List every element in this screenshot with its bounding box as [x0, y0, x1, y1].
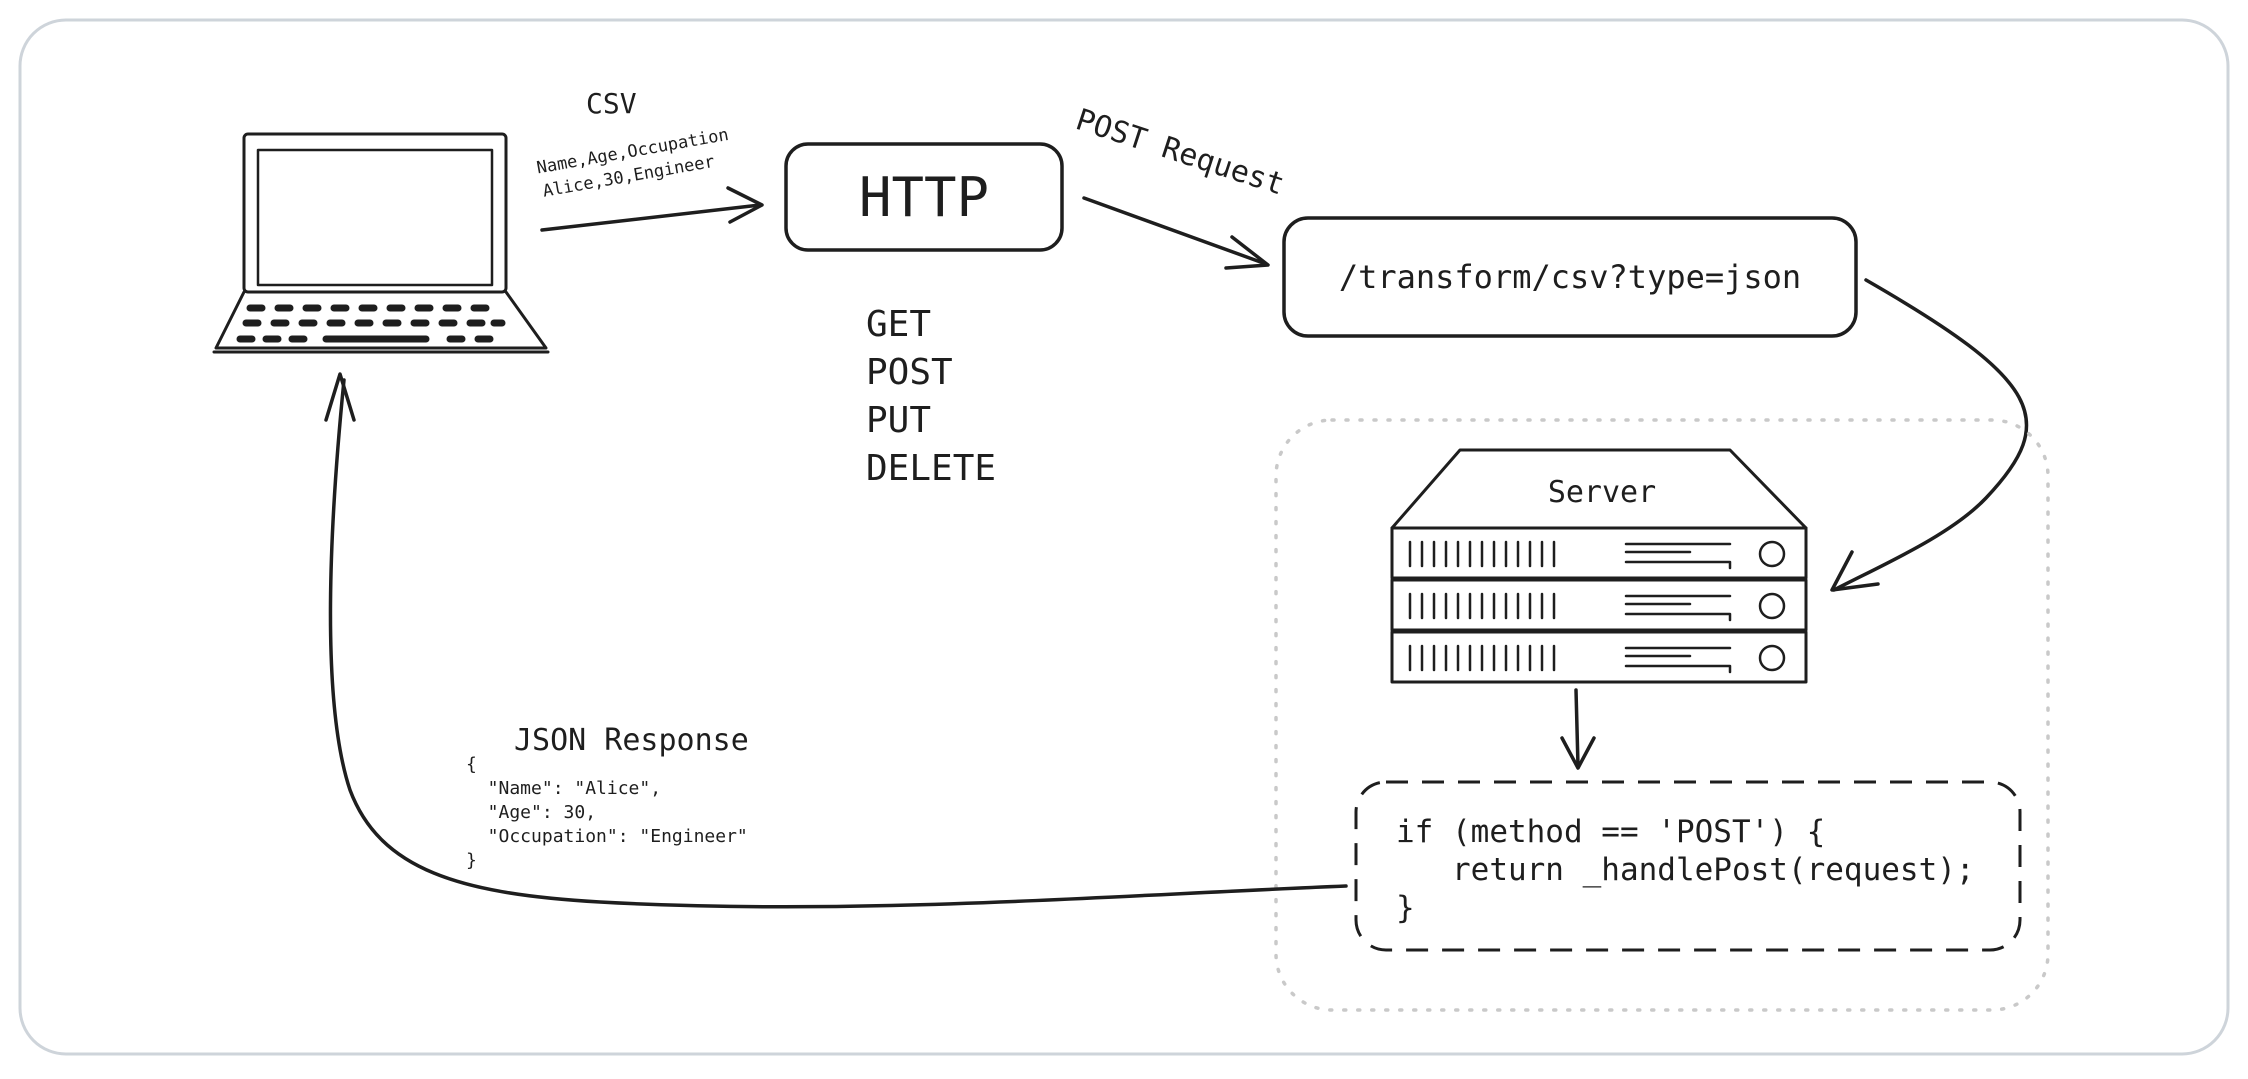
- http-box: [784, 142, 1064, 252]
- json-response-title: JSON Response: [514, 723, 749, 758]
- http-method-put: PUT: [866, 400, 931, 441]
- endpoint-to-server-arrow: [1830, 278, 2029, 592]
- laptop-icon: [212, 132, 550, 354]
- json-line-4: "Occupation": "Engineer": [466, 826, 748, 847]
- endpoint-box: [1282, 216, 1858, 338]
- code-line-3: }: [1396, 890, 1415, 926]
- post-request-arrow: [1082, 196, 1270, 270]
- code-line-2: return _handlePost(request);: [1396, 852, 1975, 888]
- endpoint-label: /transform/csv?type=json: [1339, 258, 1801, 296]
- server-to-code-arrow: [1560, 688, 1596, 770]
- json-line-1: {: [466, 754, 477, 775]
- diagram-frame: [18, 18, 2230, 1056]
- json-line-3: "Age": 30,: [466, 802, 596, 823]
- json-line-5: }: [466, 850, 477, 871]
- http-method-post: POST: [866, 352, 953, 393]
- http-method-get: GET: [866, 304, 931, 345]
- server-label: Server: [1548, 475, 1656, 510]
- json-response-arrow: [324, 372, 1348, 909]
- json-line-2: "Name": "Alice",: [466, 778, 661, 799]
- server-icon: [1390, 448, 1808, 684]
- csv-title: CSV: [586, 87, 637, 120]
- code-line-1: if (method == 'POST') {: [1396, 814, 1825, 850]
- csv-arrow: [540, 186, 764, 232]
- http-label: HTTP: [859, 166, 989, 229]
- http-method-delete: DELETE: [866, 448, 996, 489]
- code-box: [1354, 780, 2022, 952]
